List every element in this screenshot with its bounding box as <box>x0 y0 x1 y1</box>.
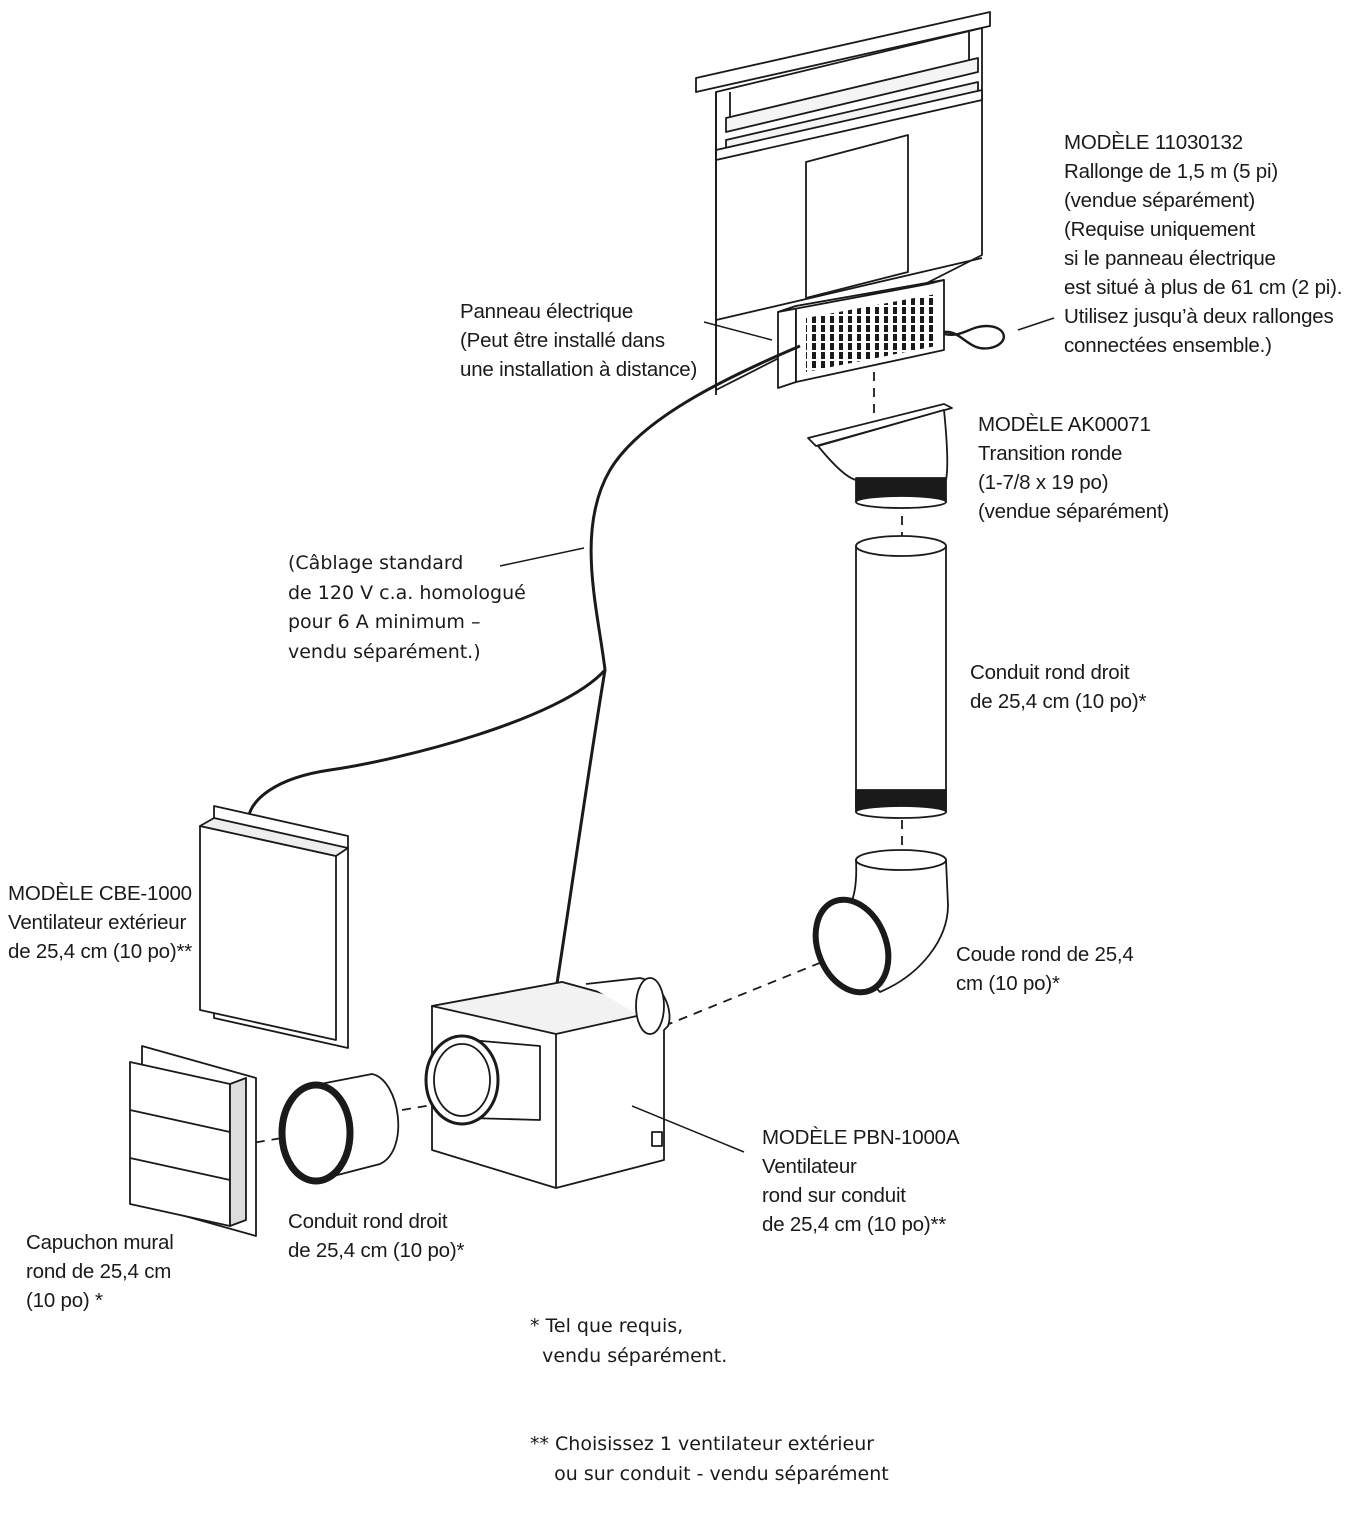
electrical-panel-box <box>777 279 945 389</box>
footnotes: * Tel que requis, vendu séparément. ** C… <box>530 1315 889 1485</box>
straight-duct-vertical <box>855 535 947 819</box>
straight-duct-horizontal <box>278 1073 400 1185</box>
inline-blower <box>424 977 671 1189</box>
label-electrical-panel: Panneau électrique(Peut être installé da… <box>460 300 698 381</box>
wall-cap <box>129 1045 257 1237</box>
round-transition <box>807 403 953 509</box>
installation-diagram <box>129 11 1055 1237</box>
leader-lines <box>499 317 1055 1153</box>
wiring-cable <box>246 344 801 821</box>
round-elbow <box>812 849 949 996</box>
extension-cord <box>943 324 1005 350</box>
exterior-blower <box>199 805 349 1049</box>
downdraft-hood <box>695 11 991 395</box>
